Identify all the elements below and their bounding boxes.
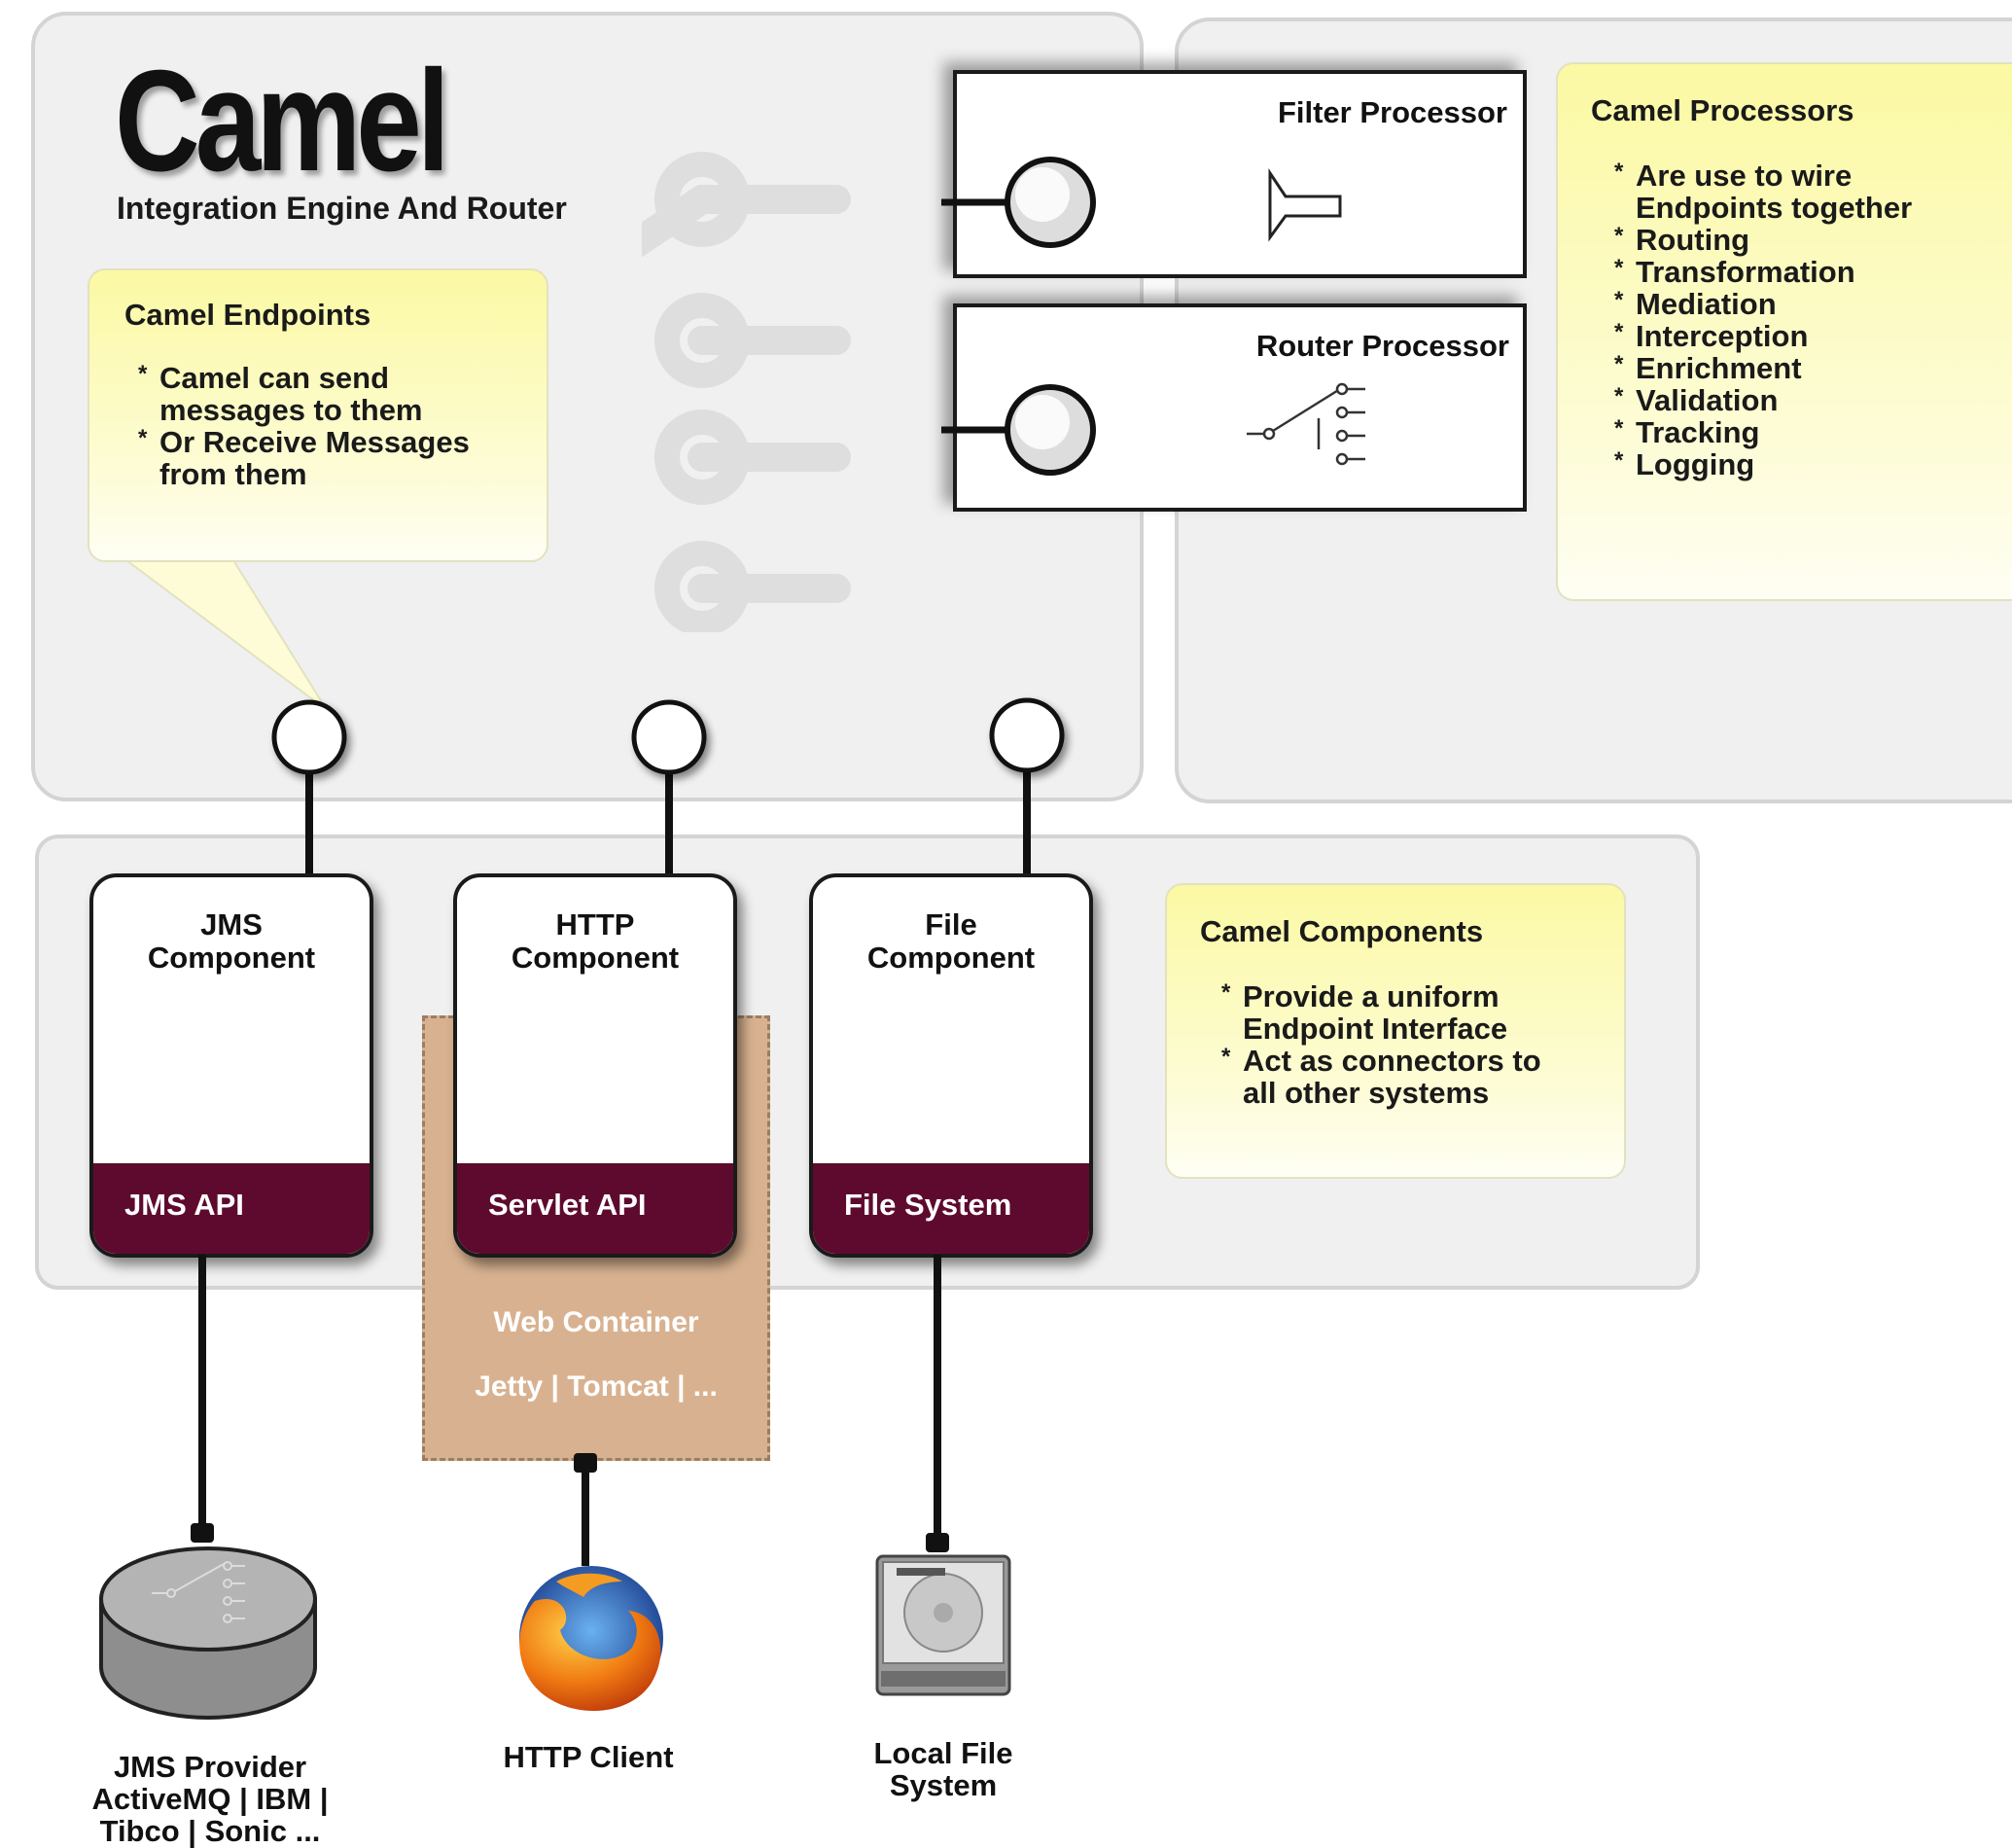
components-note-item: Act as connectors to all other systems [1221,1041,1573,1109]
servlet-api-bar: Servlet API [457,1163,733,1254]
http-client-label: HTTP Client [503,1740,674,1774]
file-component: File Component File System [809,873,1093,1258]
components-note-title: Camel Components [1200,914,1484,948]
camel-logo: Camel [115,41,450,201]
endpoints-note-title: Camel Endpoints [124,298,371,332]
endpoint-plug [989,697,1065,773]
filter-processor-endpoint [941,157,1096,248]
processors-note-item: Mediation [1614,284,2012,320]
processors-note-item: Validation [1614,380,2012,416]
endpoints-note-item: Camel can send messages to them [138,358,432,426]
file-component-title: File Component [866,907,1036,975]
jms-component: JMS Component JMS API [89,873,373,1258]
switch-icon [1247,382,1365,466]
http-client-connector [574,1453,597,1473]
processors-note-item: Are use to wire Endpoints together [1614,156,1966,224]
endpoint-wire [665,763,673,877]
file-system-bar: File System [813,1163,1089,1254]
endpoint-plug [271,699,347,775]
components-note: Camel Components Provide a uniform Endpo… [1165,883,1626,1179]
http-component-title: HTTP Component [511,907,680,975]
http-client-wire [582,1459,589,1566]
filter-processor-title: Filter Processor [1277,95,1507,129]
processors-note: Camel Processors Are use to wire Endpoin… [1556,62,2012,601]
firefox-icon [519,1566,663,1712]
http-component: HTTP Component Servlet API [453,873,737,1258]
endpoints-note-item: Or Receive Messages from them [138,422,500,490]
endpoint-plug [631,699,707,775]
processors-note-item: Logging [1614,444,2012,480]
processors-note-item: Transformation [1614,252,2012,288]
file-system-connector [926,1533,949,1552]
processors-note-item: Interception [1614,316,2012,352]
endpoint-wire [1023,763,1031,877]
processors-note-item: Tracking [1614,412,2012,448]
jms-provider-wire [198,1255,206,1537]
jms-provider-label: JMS Provider ActiveMQ | IBM | Tibco | So… [91,1750,329,1848]
jms-provider-connector [191,1523,214,1543]
endpoint-wire [305,763,313,877]
jms-component-title: JMS Component [147,907,316,975]
hard-drive-icon [875,1554,1011,1696]
funnel-icon [1268,168,1342,242]
local-file-system-label: Local File System [873,1736,1013,1802]
database-icon [99,1546,317,1720]
router-processor-endpoint [941,384,1096,476]
subtitle: Integration Engine And Router [117,191,567,226]
web-container-servers: Jetty | Tomcat | ... [475,1370,718,1403]
background-endpoints-graphic [642,152,851,632]
processors-note-item: Enrichment [1614,348,2012,384]
web-container-title: Web Container [493,1306,699,1338]
components-note-item: Provide a uniform Endpoint Interface [1221,977,1535,1045]
endpoints-note: Camel Endpoints Camel can send messages … [88,268,548,562]
jms-api-bar: JMS API [93,1163,370,1254]
processors-note-title: Camel Processors [1591,93,1854,127]
file-system-wire [934,1255,941,1546]
processors-note-item: Routing [1614,220,2012,256]
router-processor-title: Router Processor [1255,329,1509,363]
